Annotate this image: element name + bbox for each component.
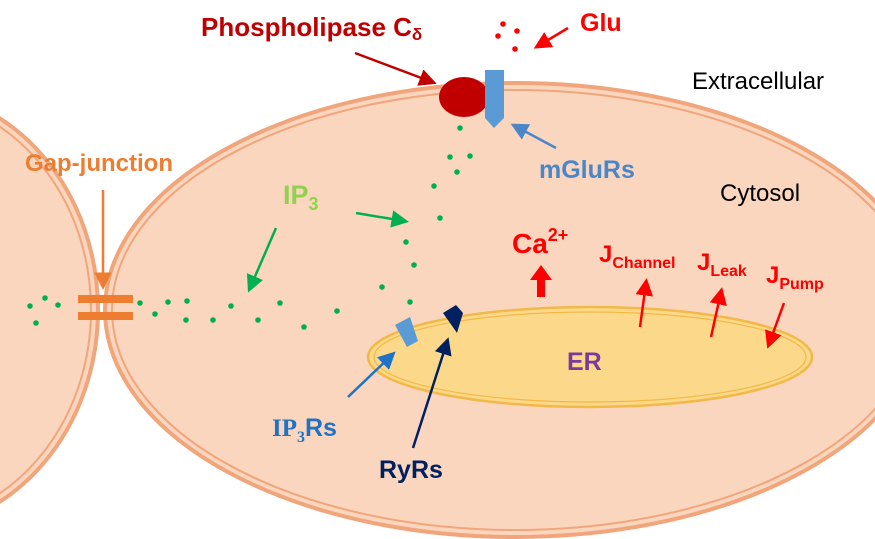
ip3-arrow-left xyxy=(246,227,278,293)
calcium-label: Ca2+ xyxy=(512,225,568,259)
calcium-release-arrow xyxy=(530,265,552,297)
ip3-dots xyxy=(27,125,473,330)
j-pump-label: JPump xyxy=(766,262,824,293)
j-leak-arrow xyxy=(709,287,727,338)
gap-junction-channel xyxy=(78,295,133,320)
left-cell xyxy=(0,116,100,504)
main-cell xyxy=(103,81,875,539)
ryrs-label: RyRs xyxy=(379,456,443,484)
extracellular-label: Extracellular xyxy=(692,68,824,95)
ip3rs-label: IP3Rs xyxy=(272,414,337,446)
cytosol-label: Cytosol xyxy=(720,180,800,207)
phospholipase-arrow xyxy=(354,51,437,86)
phospholipase-c-enzyme xyxy=(439,77,489,117)
endoplasmic-reticulum xyxy=(366,305,814,409)
ip3-label: IP3 xyxy=(283,180,319,214)
ip3rs-arrow xyxy=(347,351,396,398)
j-leak-label: JLeak xyxy=(697,249,747,280)
phospholipase-label: Phospholipase Cδ xyxy=(201,12,422,44)
ip3-receptor xyxy=(395,317,418,347)
mglur-receptor xyxy=(485,70,504,128)
glu-label: Glu xyxy=(580,9,622,37)
mglurs-label: mGluRs xyxy=(539,156,635,184)
ip3-arrow-right xyxy=(355,210,409,228)
j-pump-arrow xyxy=(765,302,786,349)
glu-dots xyxy=(495,21,520,52)
j-channel-label: JChannel xyxy=(599,241,675,272)
gap-junction-label: Gap-junction xyxy=(25,150,173,177)
glu-arrow xyxy=(533,26,569,49)
ryanodine-receptor xyxy=(443,305,463,333)
j-channel-arrow xyxy=(635,278,653,328)
ryrs-arrow xyxy=(411,337,452,449)
mglurs-arrow xyxy=(510,123,557,150)
er-label: ER xyxy=(567,348,602,376)
